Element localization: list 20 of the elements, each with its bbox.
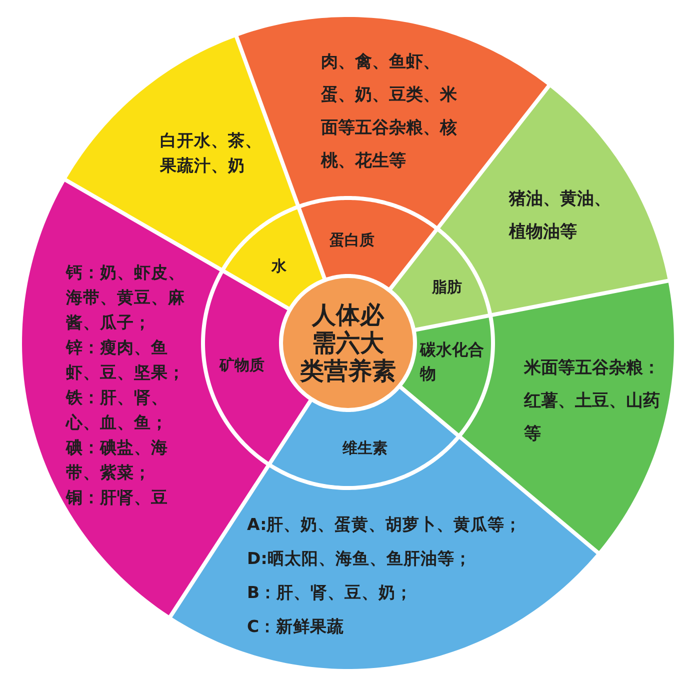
category-label: 碳水化合物	[420, 339, 485, 385]
food-source-text: 米面等五谷杂粮：红薯、土豆、山药等	[524, 357, 661, 446]
category-label: 蛋白质	[328, 230, 376, 251]
center-title: 人体必需六大类营养素	[300, 301, 396, 385]
category-label: 脂肪	[430, 277, 463, 298]
food-source-text: C：新鲜果蔬	[247, 616, 346, 638]
food-source-text: 肉、禽、鱼虾、蛋、奶、豆类、米面等五谷杂粮、核桃、花生等	[321, 51, 458, 173]
food-source-text: 铁：肝、肾、心、血、鱼；	[66, 387, 169, 434]
food-source-text: 钙：奶、虾皮、海带、黄豆、麻酱、瓜子；	[66, 262, 186, 334]
food-source-text: B：肝、肾、豆、奶；	[247, 582, 414, 604]
food-source-text: A:肝、奶、蛋黄、胡萝卜、黄瓜等；	[247, 514, 523, 536]
category-label: 维生素	[341, 438, 388, 459]
food-source-text: D:晒太阳、海鱼、鱼肝油等；	[247, 548, 472, 570]
category-label: 矿物质	[218, 355, 266, 376]
category-label: 水	[270, 256, 288, 277]
food-source-text: 白开水、茶、果蔬汁、奶	[160, 130, 263, 177]
food-source-text: 猪油、黄油、植物油等	[509, 188, 612, 244]
food-source-text: 铜：肝肾、豆	[66, 487, 169, 509]
food-source-text: 碘：碘盐、海带、紫菜；	[66, 437, 169, 484]
food-source-text: 锌：瘦肉、鱼虾、豆、坚果；	[66, 337, 186, 384]
